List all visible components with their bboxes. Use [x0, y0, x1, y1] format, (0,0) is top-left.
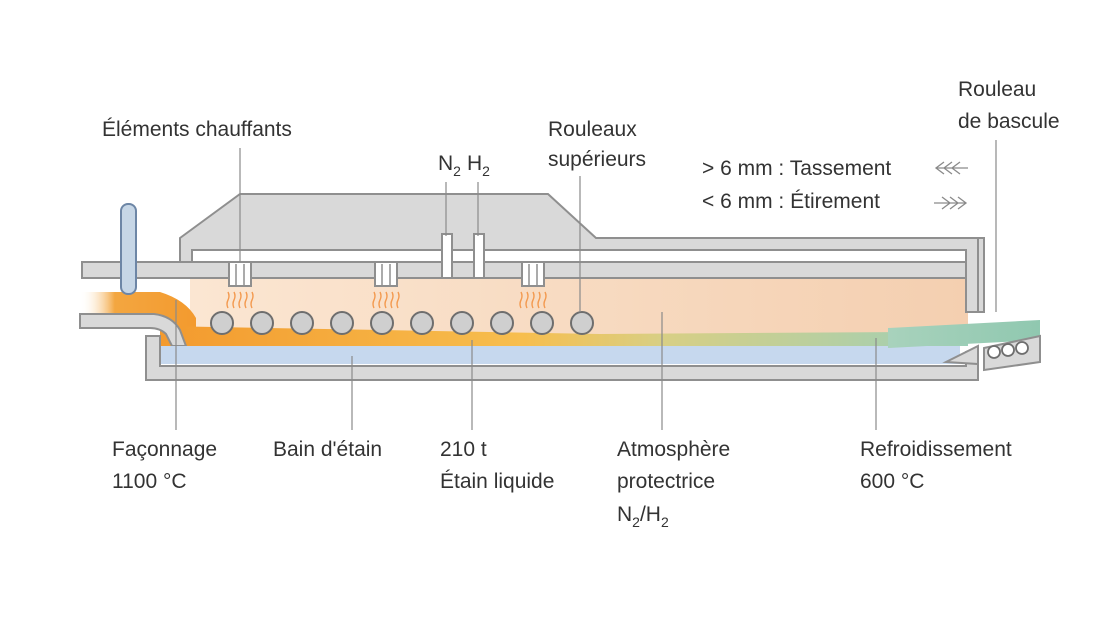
top-rollers	[210, 311, 594, 335]
stretch-arrows-icon	[934, 196, 968, 210]
label-lift-roller: Rouleau de bascule	[958, 78, 1060, 133]
label-cooling: Refroidissement 600 °C	[860, 438, 1018, 493]
label-forming: Façonnage 1100 °C	[112, 438, 223, 493]
furnace	[79, 193, 1041, 381]
label-thickness-less: < 6 mm : Étirement	[702, 190, 880, 213]
h2-inlet-pipe	[473, 233, 485, 279]
heater-2	[372, 261, 400, 309]
glass-ribbon	[160, 326, 968, 346]
heater-3	[519, 261, 547, 309]
spout-lip	[79, 313, 188, 347]
label-tin-bath: Bain d'étain	[273, 438, 382, 461]
cooled-glass-ribbon	[888, 320, 1040, 348]
label-thickness-more: > 6 mm : Tassement	[702, 157, 891, 180]
label-atmosphere-gases: N2/H2	[617, 503, 669, 530]
label-liquid-tin: 210 t Étain liquide	[440, 438, 554, 493]
tin-bath	[160, 346, 960, 364]
lift-rollers	[987, 341, 1029, 359]
label-protective-atmosphere: Atmosphère protectrice	[617, 438, 736, 493]
leader-lines	[175, 140, 997, 430]
compress-arrows-icon	[934, 161, 968, 175]
exit-gate	[977, 237, 985, 313]
exit-lip	[942, 344, 979, 366]
label-heating-elements: Éléments chauffants	[102, 118, 292, 141]
feed-gate	[120, 203, 137, 295]
label-top-rollers: Rouleaux supérieurs	[548, 118, 646, 171]
n2-inlet-pipe	[441, 233, 453, 279]
heater-1	[226, 261, 254, 309]
